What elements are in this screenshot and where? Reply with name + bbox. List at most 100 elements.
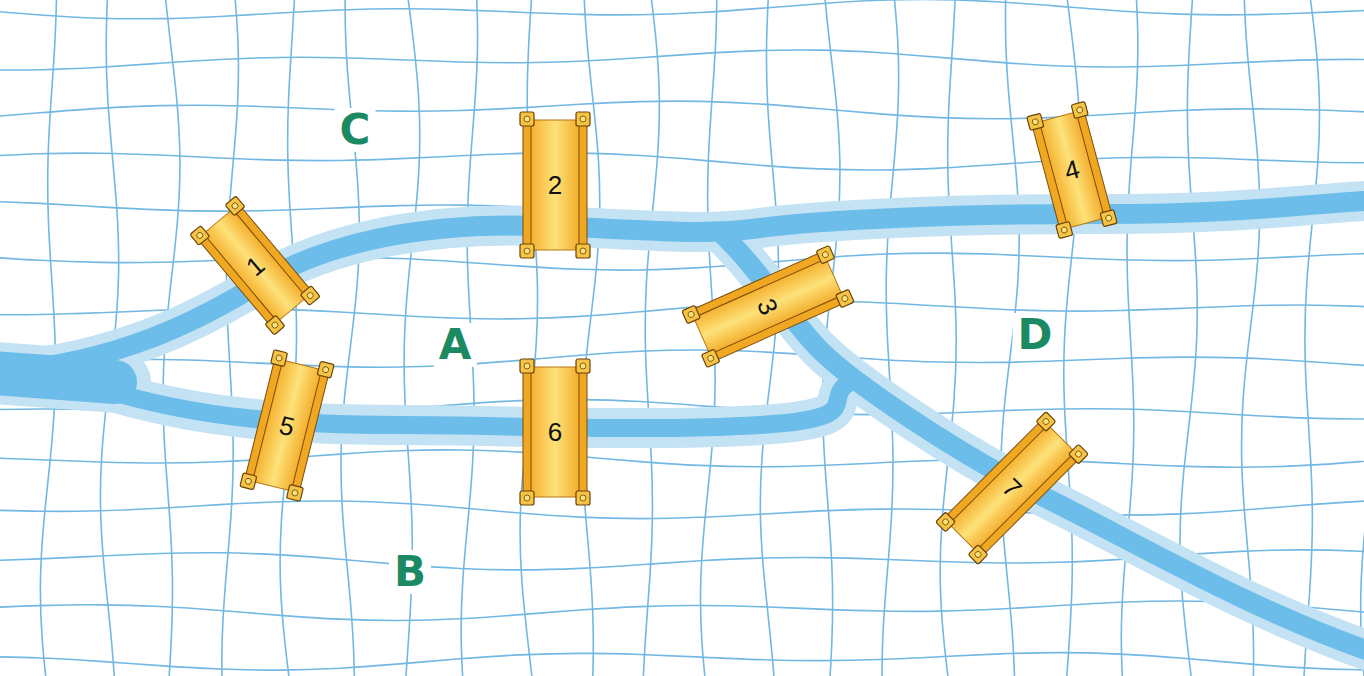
- bridge-post-cap: [306, 291, 314, 299]
- bridge-post-cap: [271, 320, 279, 328]
- street-line: [0, 50, 1364, 70]
- bridge-post-cap: [821, 250, 829, 258]
- street-line: [0, 0, 1364, 19]
- street-line: [280, 0, 296, 676]
- bridge-number: 2: [548, 172, 562, 198]
- river-water: [0, 200, 1364, 655]
- bridge-post: [520, 244, 534, 258]
- bridge-rail: [579, 367, 587, 497]
- river-bank: [0, 200, 1364, 655]
- bridge-post: [968, 545, 988, 565]
- bridge-post: [520, 491, 534, 505]
- street-line: [1303, 0, 1320, 676]
- bridge-post-cap: [1076, 106, 1083, 113]
- bridge-rail: [245, 358, 283, 481]
- bridge-post-cap: [524, 495, 530, 501]
- bridge-post: [1036, 412, 1056, 432]
- bridge-post-cap: [1042, 417, 1050, 425]
- bridge-post-cap: [231, 201, 239, 209]
- bridge-rail: [523, 120, 531, 250]
- bridge-rail: [1032, 122, 1068, 230]
- street-line: [222, 0, 239, 676]
- bridge-post: [317, 361, 334, 378]
- bridge-rail: [233, 204, 313, 297]
- street-line: [0, 601, 1364, 621]
- bridge-post: [286, 484, 303, 501]
- bridge-post: [225, 196, 245, 216]
- bridge-post-cap: [1032, 118, 1039, 125]
- bridge-rail: [943, 419, 1048, 524]
- street-line: [520, 0, 537, 676]
- bridge-deck: [946, 422, 1078, 554]
- bridge-post-cap: [580, 248, 586, 254]
- bridge-post: [576, 359, 590, 373]
- bridge-post: [300, 285, 320, 305]
- bridge-deck: [527, 367, 583, 497]
- bridge-number: 6: [548, 419, 562, 445]
- bridge-rail: [976, 452, 1081, 557]
- river: [0, 200, 1364, 655]
- bridge-post: [1100, 210, 1117, 227]
- bridge-post: [936, 512, 956, 532]
- street-line: [0, 350, 1364, 369]
- bridge-post-cap: [580, 363, 586, 369]
- bridge-post-cap: [841, 294, 849, 302]
- bridge-post-cap: [580, 116, 586, 122]
- bridge-post: [265, 315, 285, 335]
- street-line: [0, 499, 1364, 519]
- street-line: [0, 153, 1364, 170]
- bridge-post-cap: [1074, 450, 1082, 458]
- bridge-post: [1027, 113, 1044, 130]
- land-label: D: [1013, 313, 1058, 357]
- street-line: [0, 101, 1364, 119]
- street-line: [1121, 0, 1138, 676]
- bridge-post-cap: [524, 363, 530, 369]
- bridge-post: [1056, 221, 1073, 238]
- bridge-post-cap: [580, 495, 586, 501]
- bridge-post-cap: [524, 116, 530, 122]
- bridge-post-cap: [322, 366, 329, 373]
- street-line: [0, 450, 1364, 467]
- bridge-rail: [1076, 110, 1112, 218]
- bridge-post-cap: [941, 518, 949, 526]
- bridge-post: [240, 472, 257, 489]
- bridge-post: [576, 491, 590, 505]
- bridge-post: [836, 289, 854, 307]
- bridge-rail: [523, 367, 531, 497]
- bridge-post: [520, 112, 534, 126]
- bridge-post-cap: [1105, 214, 1112, 221]
- bridge-post-cap: [707, 354, 715, 362]
- bridge-post-cap: [196, 231, 204, 239]
- bridge-post-cap: [291, 489, 298, 496]
- street-line: [940, 0, 956, 676]
- bridge-post: [1069, 444, 1089, 464]
- bridge-post: [816, 245, 834, 263]
- street-line: [582, 0, 600, 676]
- street-line: [341, 0, 359, 676]
- land-label: A: [434, 323, 477, 367]
- bridge-post: [576, 244, 590, 258]
- bridge-post-cap: [245, 477, 252, 484]
- bridge-post: [190, 225, 210, 245]
- land-label: C: [335, 108, 376, 152]
- bridge-post: [576, 112, 590, 126]
- street-line: [882, 0, 899, 676]
- land-label: B: [389, 550, 431, 594]
- bridge-deck: [527, 120, 583, 250]
- bridge-post-cap: [974, 550, 982, 558]
- bridge-post-cap: [687, 310, 695, 318]
- street-line: [1064, 0, 1080, 676]
- bridge-rail: [690, 251, 826, 317]
- bridge-post: [682, 305, 700, 323]
- street-line: [1361, 0, 1364, 676]
- bridge-post: [520, 359, 534, 373]
- bridge-post: [271, 349, 288, 366]
- bridge: 2: [519, 110, 591, 260]
- bridge-rail: [291, 369, 329, 492]
- bridge-post: [1071, 101, 1088, 118]
- bridge: 6: [519, 357, 591, 507]
- bridge-post-cap: [275, 354, 282, 361]
- street-line: [0, 653, 1364, 671]
